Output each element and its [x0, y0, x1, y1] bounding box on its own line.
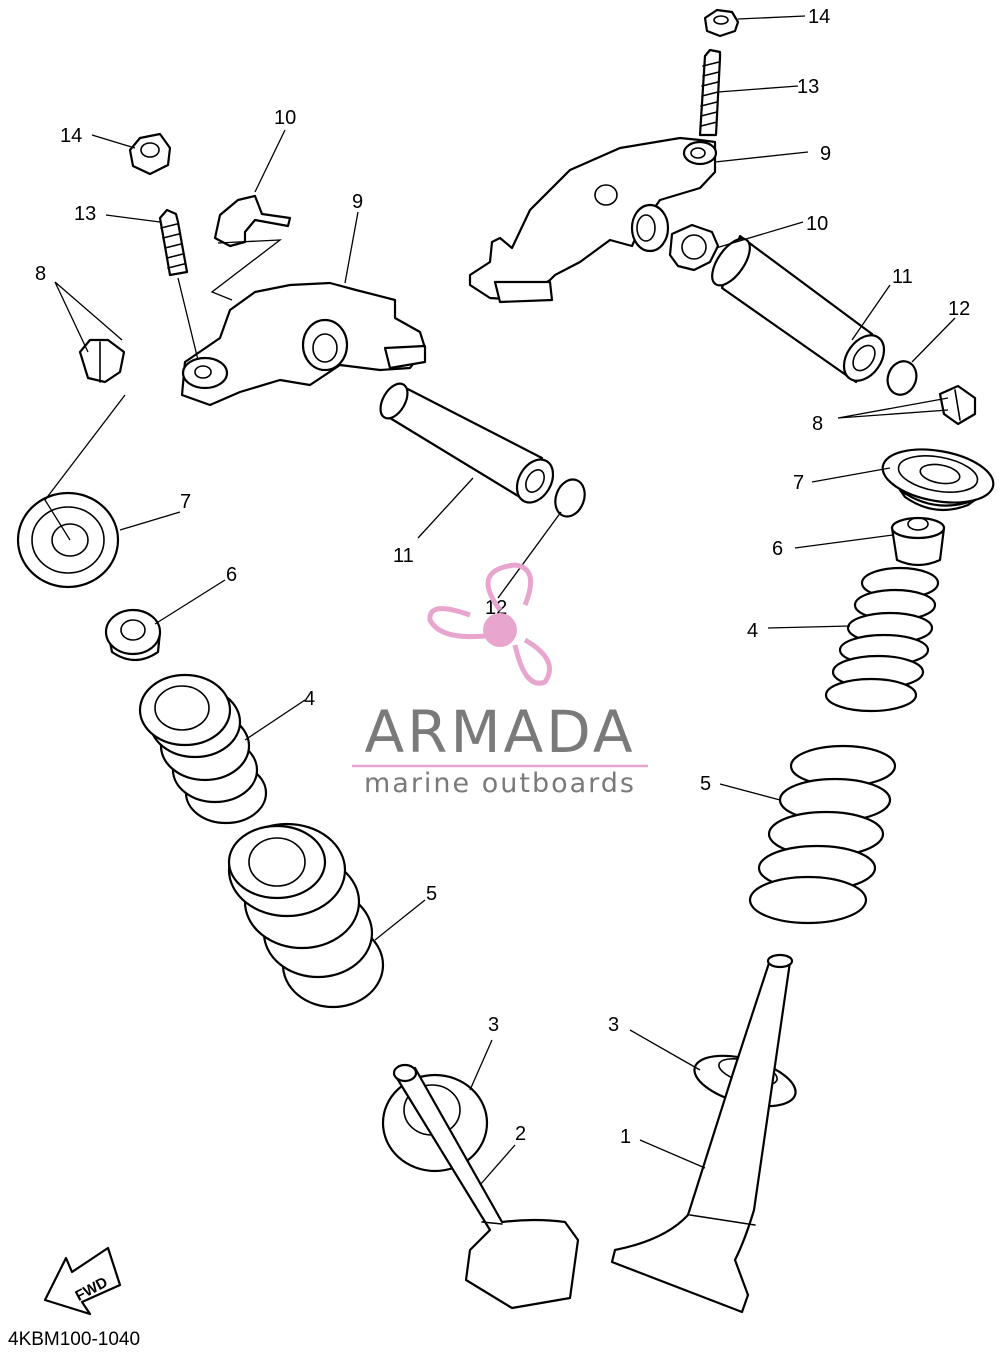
clip-right [668, 223, 720, 272]
callout-1: 1 [620, 1126, 631, 1148]
callout-11-right: 11 [892, 266, 913, 288]
valve-stem-seal-right [890, 516, 946, 567]
rocker-shaft-left [379, 382, 555, 504]
armada-watermark: ARMADA marine outboards [352, 562, 648, 799]
valve-stem-seal-left [104, 608, 162, 662]
callout-14-right: 14 [808, 6, 830, 28]
leader-lines [44, 15, 956, 1186]
callout-5-left: 5 [426, 883, 437, 905]
callout-14-left: 14 [60, 125, 82, 147]
callout-6-left: 6 [226, 564, 237, 586]
rocker-shaft-right [711, 234, 886, 384]
callout-6-right: 6 [772, 538, 783, 560]
callout-2: 2 [515, 1123, 526, 1145]
spring-retainer-left [16, 491, 120, 589]
nut-left [128, 132, 172, 176]
inner-spring-right [824, 566, 940, 713]
outer-spring-left [227, 822, 385, 1009]
propeller-icon [427, 562, 552, 686]
callout-10-right: 10 [806, 213, 828, 235]
brand-tagline: marine outboards [364, 768, 636, 799]
adjusting-screw-right [698, 48, 722, 137]
o-ring-left [554, 478, 586, 518]
callout-13-right: 13 [797, 76, 819, 98]
rocker-arm-right [468, 136, 718, 304]
callout-5-right: 5 [700, 773, 711, 795]
callout-9-left: 9 [352, 191, 363, 213]
brand-name: ARMADA [364, 698, 635, 766]
callout-7-left: 7 [180, 491, 191, 513]
callout-labels: 14 13 9 10 11 12 8 7 6 4 5 3 1 14 13 8 1… [35, 6, 970, 1148]
fwd-arrow: FWD [43, 1246, 122, 1316]
callout-3-right: 3 [608, 1014, 619, 1036]
callout-4-left: 4 [304, 688, 315, 710]
callout-4-right: 4 [747, 620, 758, 642]
clip-left [213, 194, 292, 248]
spring-retainer-right [881, 448, 995, 511]
outer-spring-right [748, 744, 897, 925]
callout-9-right: 9 [820, 143, 831, 165]
valve-2 [392, 1063, 580, 1310]
valve-1 [610, 953, 794, 1314]
valve-cotter-left [78, 338, 126, 384]
rocker-arm-left [180, 281, 427, 407]
callout-7-right: 7 [793, 472, 804, 494]
valve-cotter-right [938, 384, 977, 426]
drawing-code: 4KBM100-1040 [8, 1329, 140, 1350]
callout-11-left: 11 [393, 545, 414, 567]
callout-10-left: 10 [274, 107, 296, 129]
callout-12-right: 12 [948, 298, 970, 320]
callout-8-left: 8 [35, 263, 46, 285]
adjusting-screw-left [158, 208, 189, 277]
o-ring-right [886, 360, 918, 396]
callout-8-right: 8 [812, 413, 823, 435]
callout-13-left: 13 [74, 203, 96, 225]
inner-spring-left [138, 673, 268, 825]
callout-3-left: 3 [488, 1014, 499, 1036]
nut-right [703, 8, 740, 38]
